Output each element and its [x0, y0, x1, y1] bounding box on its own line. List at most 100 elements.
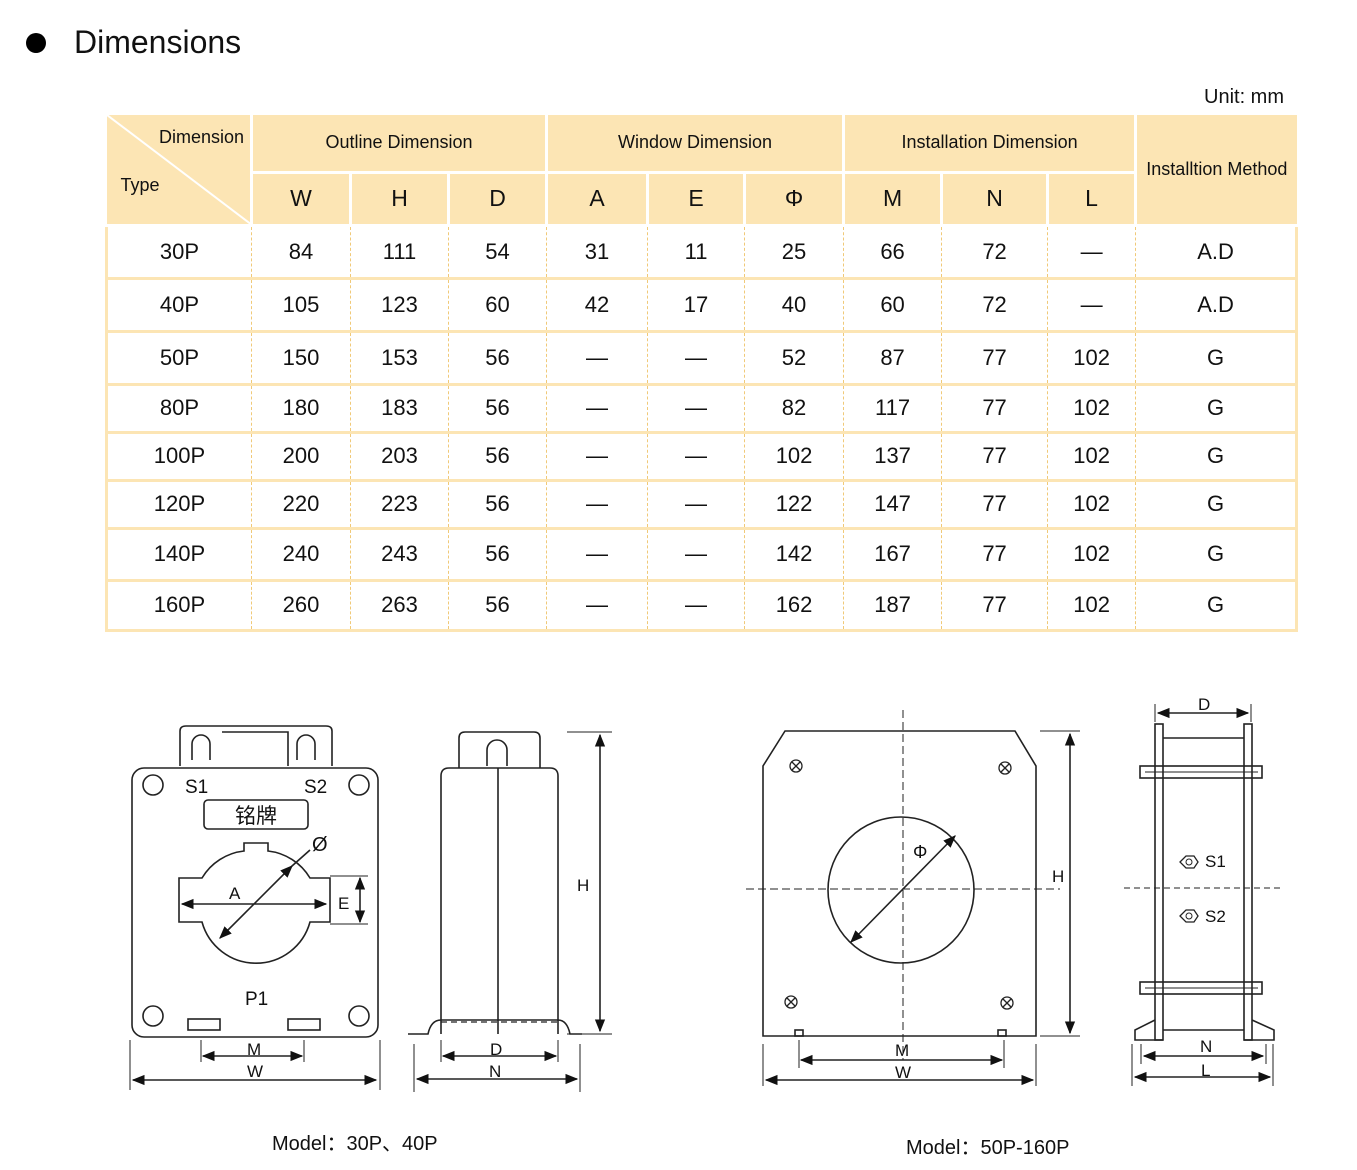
label-w-fig1: W	[247, 1062, 263, 1081]
table-cell: 56	[447, 480, 547, 530]
side-view-drawing	[408, 731, 612, 1092]
table-cell: 200	[251, 432, 351, 482]
label-e: E	[338, 894, 349, 913]
table-cell: 220	[251, 480, 351, 530]
table-cell: G	[1135, 480, 1299, 530]
table-cell: G	[1135, 331, 1299, 386]
table-cell: 66	[843, 225, 942, 280]
table-cell: 243	[350, 528, 449, 582]
header-window-dimension: Window Dimension	[546, 115, 846, 174]
table-cell: 77	[941, 528, 1048, 582]
column-header: L	[1047, 172, 1138, 227]
label-s2-fig4: S2	[1205, 907, 1226, 926]
row-type-cell: 100P	[105, 432, 252, 482]
label-s2: S2	[304, 777, 327, 798]
table-cell: —	[647, 528, 745, 582]
label-w-fig3: W	[895, 1063, 911, 1082]
label-n-fig2: N	[489, 1062, 501, 1081]
header-installation-dimension: Installation Dimension	[843, 115, 1138, 174]
table-cell: 72	[941, 225, 1048, 280]
label-h-fig3: H	[1052, 867, 1064, 886]
table-cell: 56	[447, 432, 547, 482]
table-cell: 31	[546, 225, 648, 280]
label-s1-fig4: S1	[1205, 852, 1226, 871]
table-cell: —	[647, 384, 745, 434]
table-cell: 117	[843, 384, 942, 434]
header-installation-method: Installtion Method	[1135, 115, 1297, 227]
table-cell: 102	[1047, 480, 1136, 530]
table-cell: —	[647, 480, 745, 530]
table-cell: G	[1135, 528, 1299, 582]
label-l-fig4: L	[1201, 1061, 1210, 1080]
table-cell: —	[546, 480, 648, 530]
table-cell: 167	[843, 528, 942, 582]
table-cell: 137	[843, 432, 942, 482]
table-cell: 25	[744, 225, 844, 280]
table-cell: 203	[350, 432, 449, 482]
column-header: D	[448, 172, 549, 227]
table-cell: —	[546, 331, 648, 386]
label-phi-large: Φ	[913, 842, 927, 862]
table-cell: 56	[447, 580, 547, 632]
table-cell: 84	[251, 225, 351, 280]
label-d-fig2: D	[490, 1040, 502, 1059]
row-type-cell: 40P	[105, 278, 252, 333]
table-cell: 153	[350, 331, 449, 386]
row-type-cell: 140P	[105, 528, 252, 582]
label-a: A	[229, 884, 241, 903]
row-type-cell: 80P	[105, 384, 252, 434]
table-cell: 187	[843, 580, 942, 632]
table-cell: 82	[744, 384, 844, 434]
table-cell: 40	[744, 278, 844, 333]
table-cell: 42	[546, 278, 648, 333]
column-header: Φ	[744, 172, 846, 227]
table-corner-header: Dimension Type	[106, 115, 253, 227]
table-cell: G	[1135, 432, 1299, 482]
table-cell: 54	[447, 225, 547, 280]
table-cell: A.D	[1135, 278, 1299, 333]
table-cell: A.D	[1135, 225, 1299, 280]
table-cell: 105	[251, 278, 351, 333]
table-cell: 56	[447, 384, 547, 434]
table-cell: 102	[1047, 528, 1136, 582]
table-cell: 102	[1047, 331, 1136, 386]
column-header: W	[251, 172, 352, 227]
table-cell: 17	[647, 278, 745, 333]
corner-dimension-label: Dimension	[158, 127, 244, 147]
table-cell: G	[1135, 580, 1299, 632]
large-front-view-drawing	[746, 710, 1080, 1086]
table-cell: 223	[350, 480, 449, 530]
table-cell: G	[1135, 384, 1299, 434]
table-cell: 56	[447, 528, 547, 582]
table-cell: —	[647, 432, 745, 482]
table-cell: —	[546, 384, 648, 434]
table-cell: —	[647, 331, 745, 386]
table-cell: 102	[1047, 432, 1136, 482]
table-cell: 77	[941, 331, 1048, 386]
caption-large-models: Model：50P-160P	[906, 1137, 1070, 1159]
table-cell: 102	[1047, 384, 1136, 434]
table-cell: 147	[843, 480, 942, 530]
table-cell: 72	[941, 278, 1048, 333]
column-header: A	[546, 172, 650, 227]
dimensions-table: Dimension Type Outline Dimension Window …	[105, 115, 1299, 632]
title-bullet-icon	[26, 33, 46, 53]
label-h-fig2: H	[577, 876, 589, 895]
table-cell: 263	[350, 580, 449, 632]
row-type-cell: 30P	[105, 225, 252, 280]
row-type-cell: 50P	[105, 331, 252, 386]
table-cell: 60	[447, 278, 547, 333]
page-title: Dimensions	[74, 24, 242, 60]
label-m-fig3: M	[895, 1041, 909, 1060]
label-m-fig1: M	[247, 1040, 261, 1059]
large-side-view-drawing	[1124, 704, 1282, 1086]
